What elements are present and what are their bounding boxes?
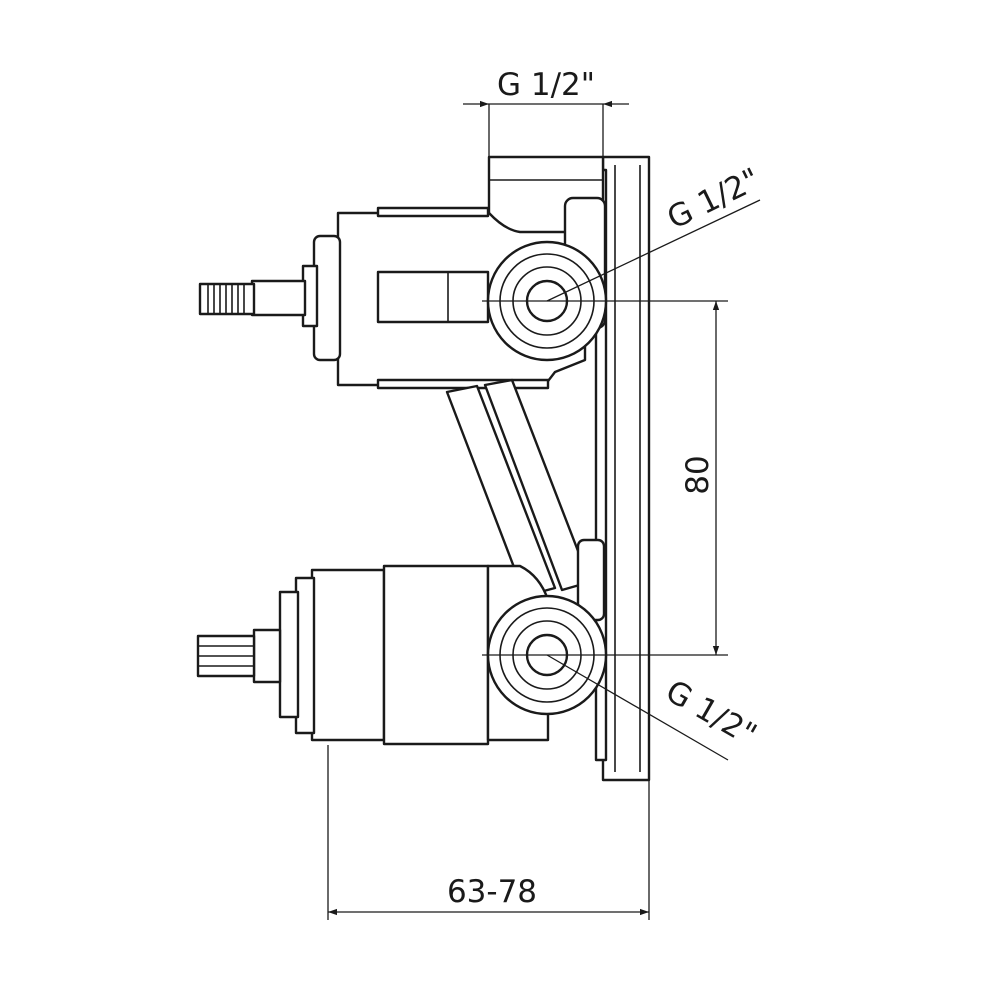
upper-spindle	[198, 234, 342, 362]
label-install-depth: 63-78	[447, 874, 537, 910]
dimension-center-distance: 80	[482, 300, 728, 656]
dimension-top-inlet: G 1/2"	[463, 67, 629, 157]
lower-spindle	[196, 628, 282, 684]
label-center-distance: 80	[680, 455, 716, 494]
label-lower-outlet: G 1/2"	[660, 673, 763, 753]
label-top-inlet: G 1/2"	[497, 67, 595, 103]
dimension-install-depth: 63-78	[327, 745, 650, 920]
mounting-plate	[594, 155, 651, 782]
label-upper-outlet: G 1/2"	[662, 161, 766, 236]
